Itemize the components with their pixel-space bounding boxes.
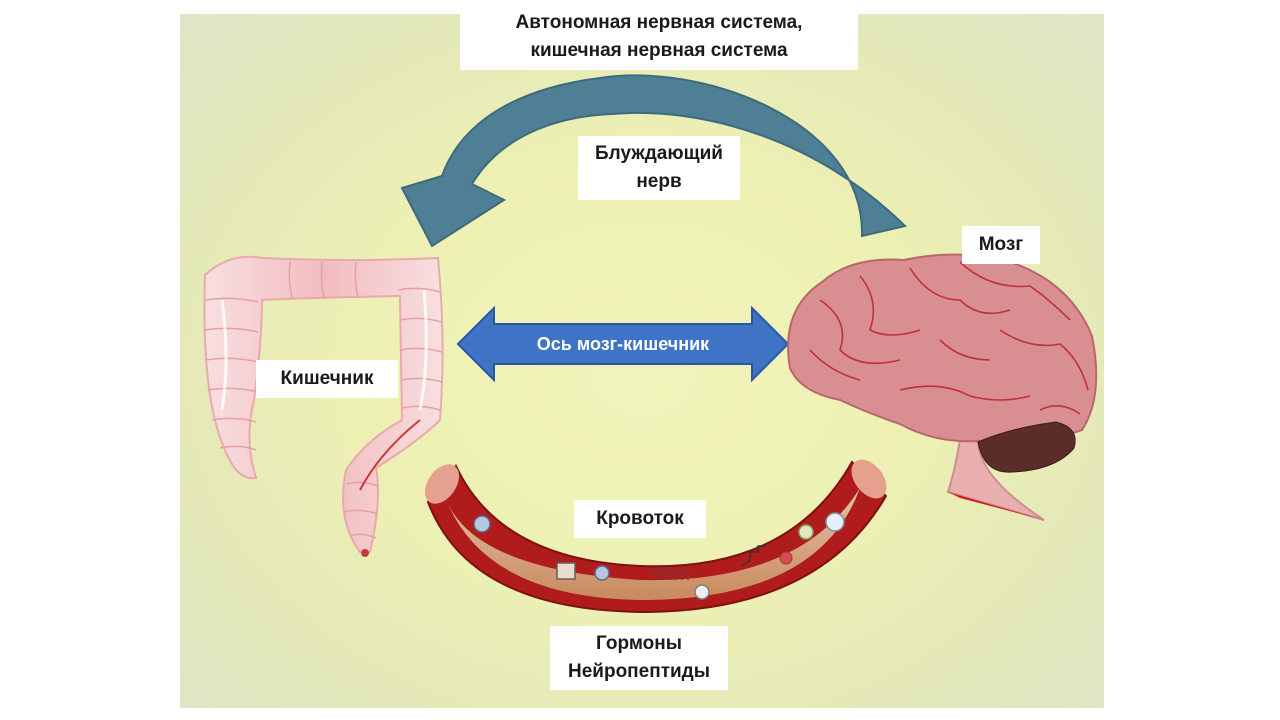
gut-label: Кишечник [256, 360, 398, 398]
ans-label-line2: кишечная нервная система [530, 40, 788, 61]
hormones-label: Гормоны Нейропептиды [550, 626, 728, 690]
brain-icon [787, 253, 1098, 521]
ans-label-line1: Автономная нервная система, [515, 12, 803, 33]
vagus-label-line1: Блуждающий [595, 143, 723, 164]
brain-label: Мозг [962, 226, 1040, 264]
vagus-arrow-icon [400, 74, 907, 248]
intestine-icon [203, 255, 444, 557]
neuropeptides-line: Нейропептиды [568, 661, 710, 682]
vagus-label-line2: нерв [636, 171, 682, 192]
ans-label: Автономная нервная система, кишечная нер… [460, 4, 858, 70]
axis-label: Ось мозг-кишечник [536, 334, 710, 354]
bloodstream-label: Кровоток [574, 500, 706, 538]
blood-vessel-icon [424, 459, 888, 614]
hormones-line: Гормоны [596, 633, 682, 654]
vagus-nerve-label: Блуждающий нерв [578, 136, 740, 200]
